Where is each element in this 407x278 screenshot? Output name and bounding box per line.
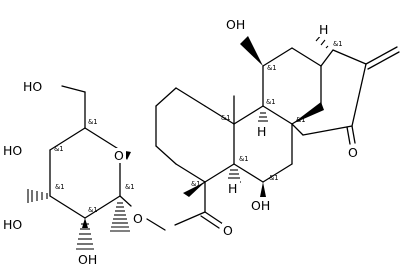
stereo-label: &1 <box>333 40 343 48</box>
bond <box>49 127 86 151</box>
stereo-label: &1 <box>88 118 98 126</box>
bond <box>175 163 206 183</box>
stereo-label: &1 <box>54 145 64 153</box>
bond <box>204 105 235 125</box>
stereo-label: &1 <box>191 180 201 188</box>
bond <box>204 211 224 225</box>
wedge-bond <box>292 102 324 124</box>
bond <box>174 211 206 226</box>
stereo-label: &1 <box>55 183 65 191</box>
bond <box>320 49 334 67</box>
bond <box>49 195 86 219</box>
atom-label-o: O <box>348 145 358 160</box>
atom-label-h: H <box>319 22 328 37</box>
bond <box>175 87 206 107</box>
bond <box>84 195 121 219</box>
bond <box>262 163 293 183</box>
bond <box>365 46 398 65</box>
bond <box>351 63 367 127</box>
atom-label-oh: OH <box>226 17 245 32</box>
atom-label-o: O <box>133 211 143 226</box>
bond <box>262 47 293 67</box>
atom-label-oh: OH <box>78 252 97 267</box>
stereo-label: &1 <box>266 98 276 106</box>
bond-layer <box>49 46 400 231</box>
stereo-label: &1 <box>267 64 277 72</box>
bond <box>233 105 264 125</box>
bond <box>84 127 121 151</box>
stereo-label: &1 <box>221 114 231 122</box>
bond <box>291 47 322 67</box>
atom-label-ho: HO <box>23 79 42 94</box>
wedge-bond <box>240 36 263 66</box>
bond <box>204 163 235 183</box>
bond <box>351 125 356 144</box>
stereo-bond-layer <box>27 33 329 250</box>
atom-label-h: H <box>228 181 237 196</box>
bond <box>200 215 220 229</box>
atom-label-ho: HO <box>3 143 22 158</box>
hash-bond <box>320 39 326 46</box>
bond <box>262 105 293 125</box>
wedge-bond <box>183 182 205 197</box>
stereo-label: &1 <box>239 155 249 163</box>
atom-label-ho: HO <box>3 217 22 232</box>
bond <box>302 125 353 136</box>
stereo-label: &1 <box>269 174 279 182</box>
bond <box>291 123 304 136</box>
bond <box>233 163 264 183</box>
bond <box>146 218 166 231</box>
bond <box>367 51 400 70</box>
bond <box>119 195 132 207</box>
hash-bond <box>325 45 329 49</box>
stereo-label: &1 <box>88 206 98 214</box>
bond <box>332 49 367 65</box>
stereo-label: &1 <box>296 116 306 124</box>
stereo-label: &1 <box>125 183 135 191</box>
bond <box>155 87 177 107</box>
bond <box>155 145 177 165</box>
atom-label-o: O <box>223 223 233 238</box>
atom-label-oh: OH <box>251 198 270 213</box>
wedge-bond <box>82 218 88 228</box>
stereo-label-layer: &1 &1 &1 &1 &1 &1 &1 &1 &1 &1 &1 &1 &1 <box>54 40 343 214</box>
atom-label-h: H <box>257 124 266 139</box>
atom-label-layer: HO HO HO OH O O O OH OH O H H H <box>2 17 360 267</box>
atom-label-o: O <box>114 148 124 163</box>
bond <box>346 126 351 145</box>
wedge-bond <box>260 182 266 197</box>
bond <box>61 85 86 93</box>
